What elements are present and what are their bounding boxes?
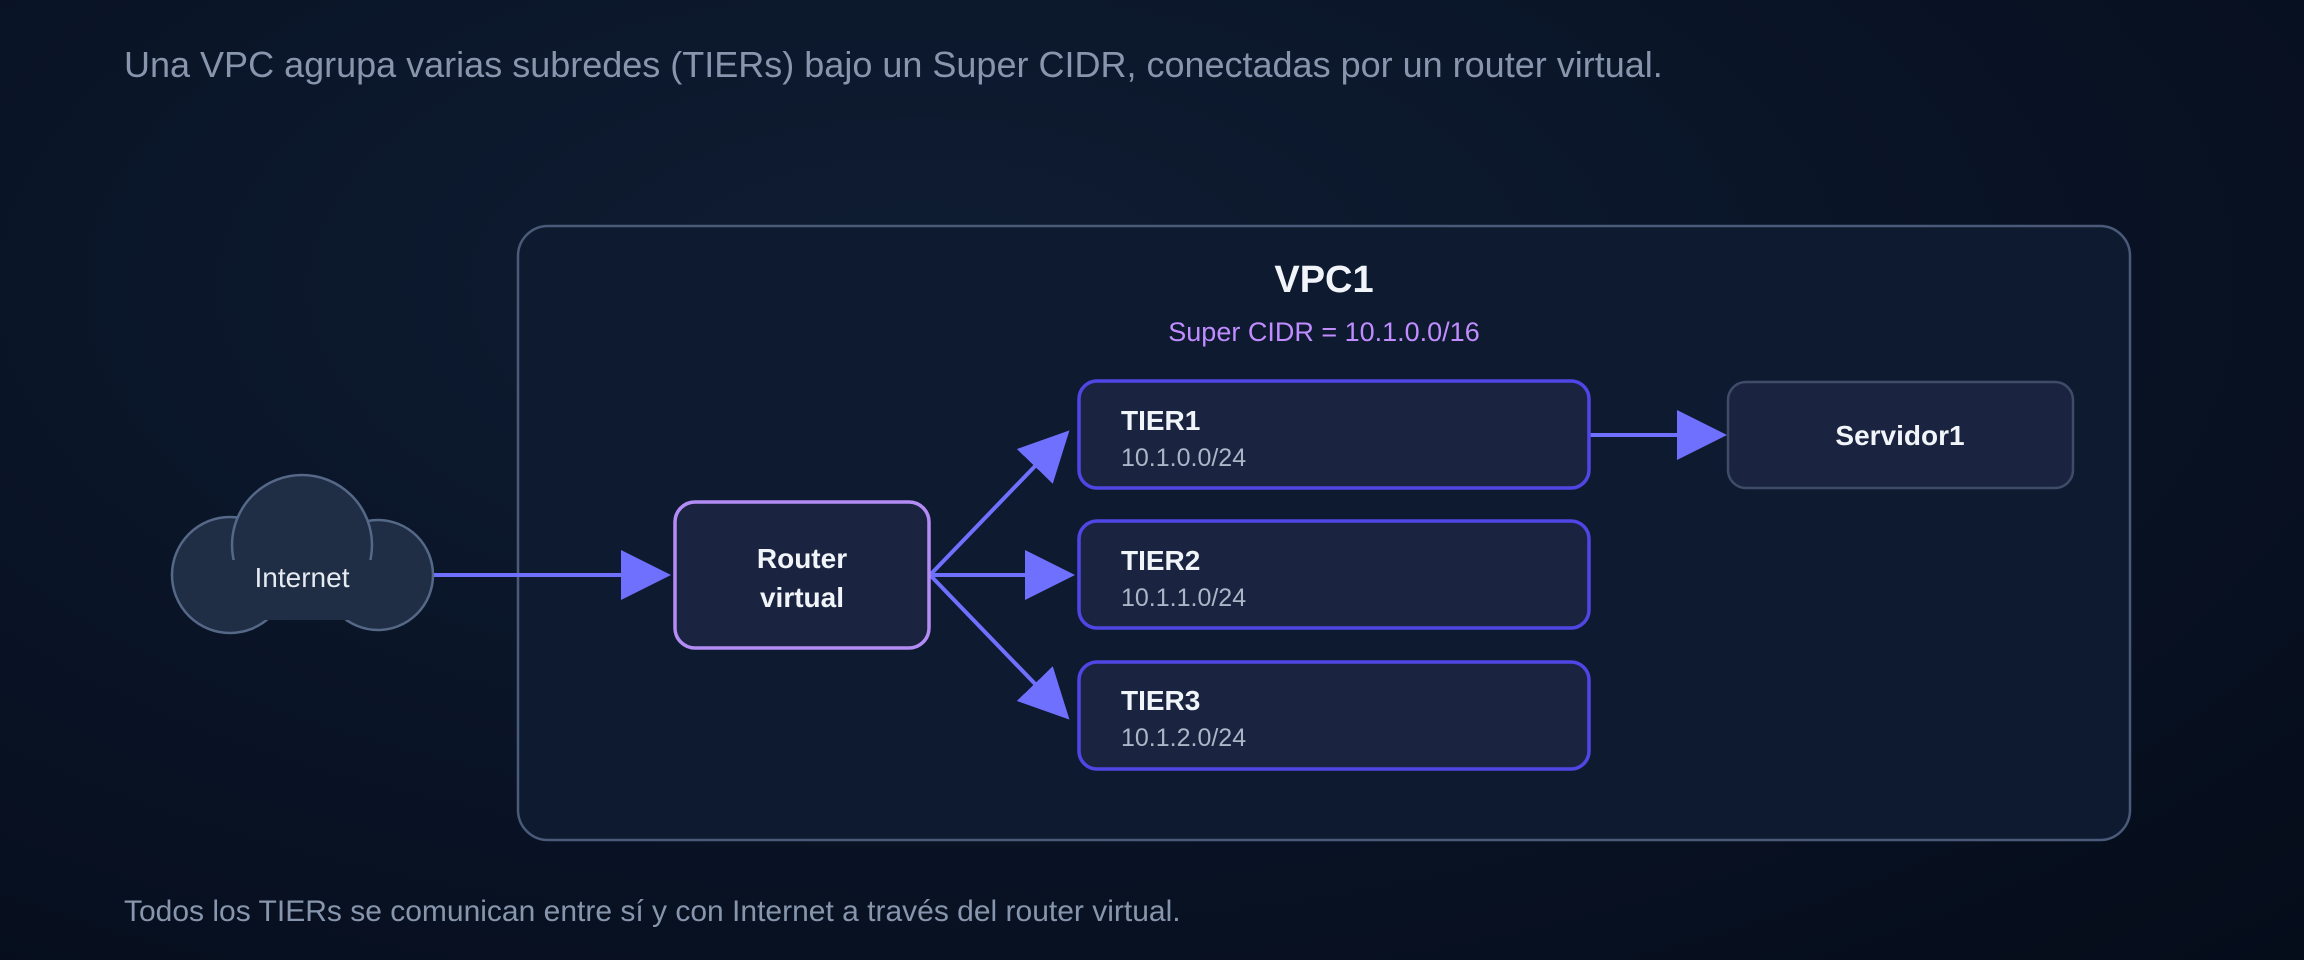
router-virtual: Router virtual: [673, 500, 931, 650]
footnote: Todos los TIERs se comunican entre sí y …: [124, 895, 1181, 928]
vpc-title: VPC1: [1274, 259, 1373, 301]
tier3-name: TIER3: [1121, 685, 1200, 716]
arrow-router-tier3: [928, 573, 1070, 720]
router-label-line2: virtual: [760, 582, 844, 613]
tier1-cidr: 10.1.0.0/24: [1121, 444, 1246, 472]
tier1-box: TIER1 10.1.0.0/24: [1077, 379, 1591, 490]
arrow-router-tier1: [928, 430, 1070, 577]
server1-box: Servidor1: [1726, 380, 2075, 490]
headline: Una VPC agrupa varias subredes (TIERs) b…: [124, 44, 1663, 85]
tier3-cidr: 10.1.2.0/24: [1121, 724, 1246, 752]
internet-cloud: Internet: [170, 473, 435, 635]
tier1-name: TIER1: [1121, 405, 1200, 436]
tier2-cidr: 10.1.1.0/24: [1121, 584, 1246, 612]
tier3-box: TIER3 10.1.2.0/24: [1077, 660, 1591, 771]
internet-label: Internet: [255, 562, 350, 593]
tier2-name: TIER2: [1121, 545, 1200, 576]
router-label-line1: Router: [757, 543, 847, 574]
super-cidr-label: Super CIDR = 10.1.0.0/16: [1168, 317, 1479, 347]
server1-label: Servidor1: [1835, 420, 1964, 451]
connection-arrows: [434, 410, 1727, 720]
tier2-box: TIER2 10.1.1.0/24: [1077, 519, 1591, 630]
